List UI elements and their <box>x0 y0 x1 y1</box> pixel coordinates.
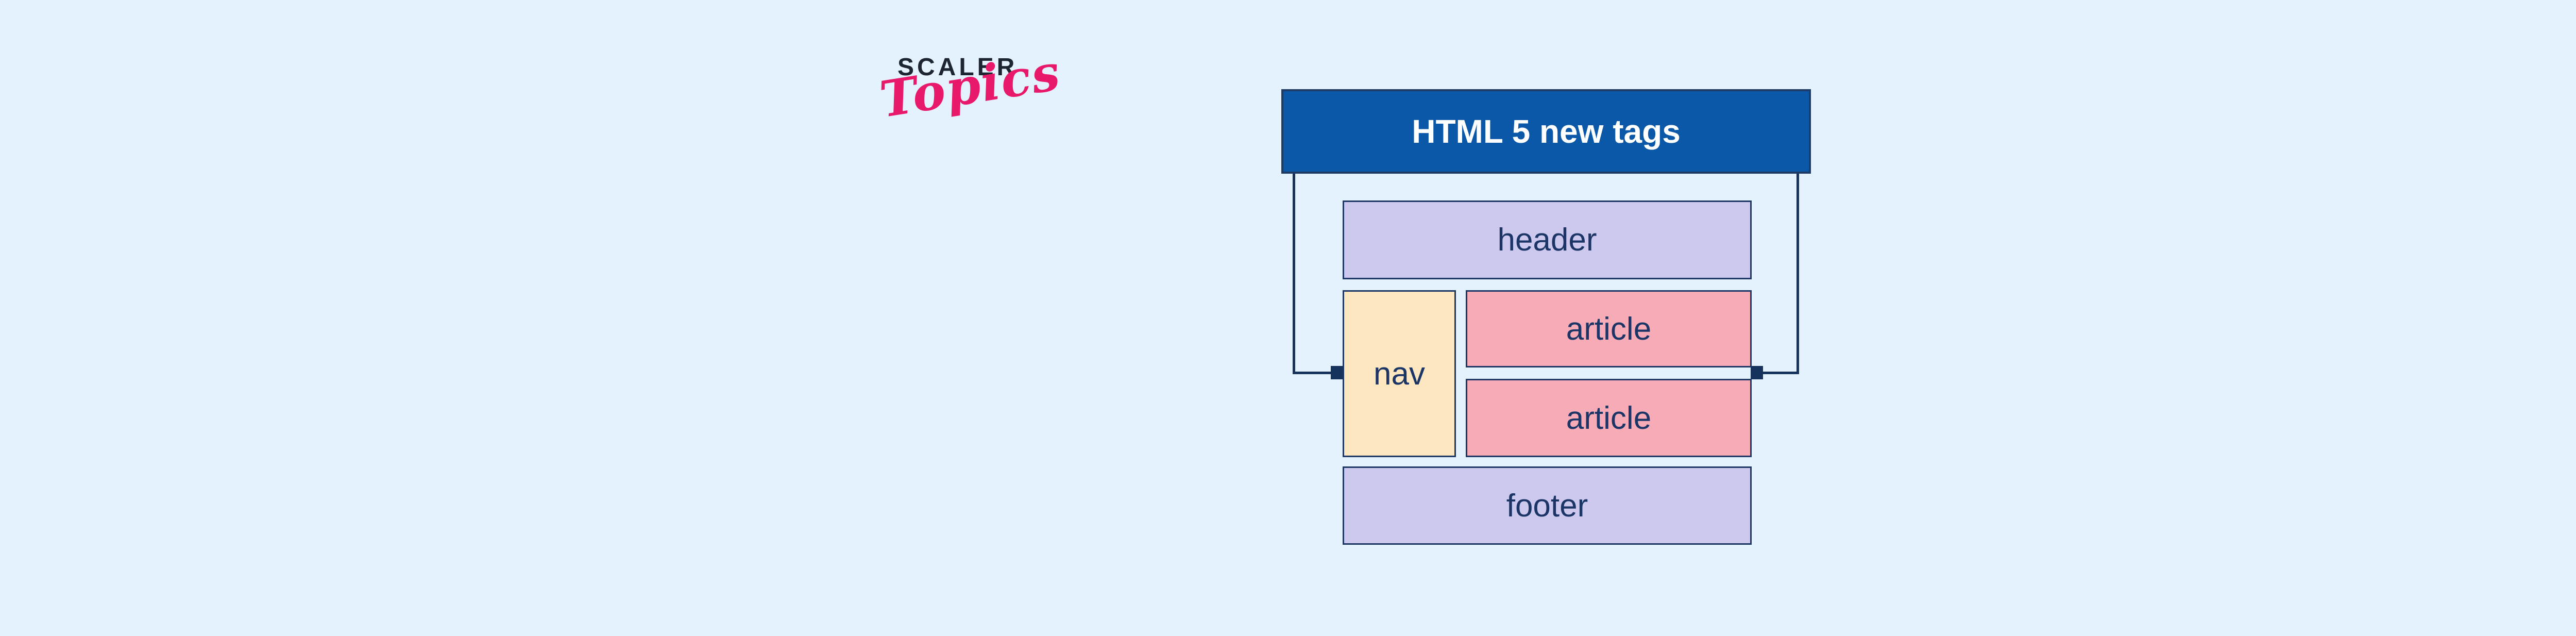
connector-right-vertical-line <box>1797 174 1799 374</box>
header-tag-label: header <box>1497 222 1597 258</box>
footer-tag-box: footer <box>1343 466 1752 545</box>
connector-left-horizontal-line <box>1293 372 1334 374</box>
footer-tag-label: footer <box>1506 488 1588 524</box>
connector-left-endpoint-square <box>1331 366 1343 379</box>
diagram-title-label: HTML 5 new tags <box>1412 113 1681 150</box>
article-tag-box-top: article <box>1466 290 1752 367</box>
article-tag-label-top: article <box>1566 311 1652 347</box>
nav-tag-label: nav <box>1374 356 1425 392</box>
nav-tag-box: nav <box>1343 290 1456 457</box>
connector-right-endpoint-square <box>1751 366 1763 379</box>
article-tag-box-bottom: article <box>1466 379 1752 457</box>
header-tag-box: header <box>1343 200 1752 279</box>
connector-left-vertical-line <box>1293 174 1295 374</box>
article-tag-label-bottom: article <box>1566 400 1652 436</box>
scaler-topics-logo: SCALER Topics <box>876 43 1064 152</box>
connector-right-horizontal-line <box>1757 372 1799 374</box>
scaler-wordmark: SCALER <box>897 54 1018 81</box>
diagram-title-box: HTML 5 new tags <box>1281 89 1811 174</box>
